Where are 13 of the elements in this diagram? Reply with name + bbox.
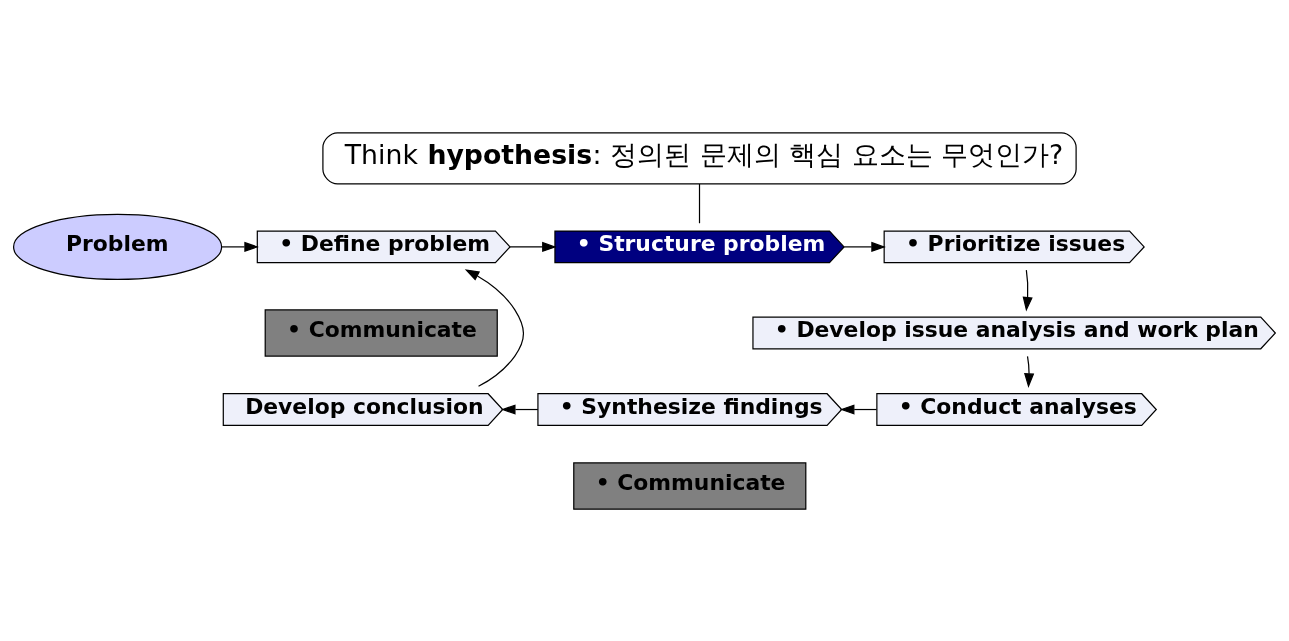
arrow — [839, 403, 878, 415]
arrow — [509, 241, 557, 252]
arrow — [1022, 269, 1033, 311]
node-box: • Communicate — [264, 308, 498, 357]
arrow — [464, 268, 525, 387]
arrow — [221, 241, 259, 252]
connector — [698, 182, 701, 224]
node-box: Think hypothesis: 정의된 문제의 핵심 요소는 무엇인가? — [322, 131, 1077, 184]
node-box: • Communicate — [573, 461, 807, 510]
arrow — [843, 241, 886, 252]
arrow — [1024, 355, 1035, 388]
arrow — [500, 403, 539, 415]
node-ellipse: Problem — [13, 213, 223, 280]
